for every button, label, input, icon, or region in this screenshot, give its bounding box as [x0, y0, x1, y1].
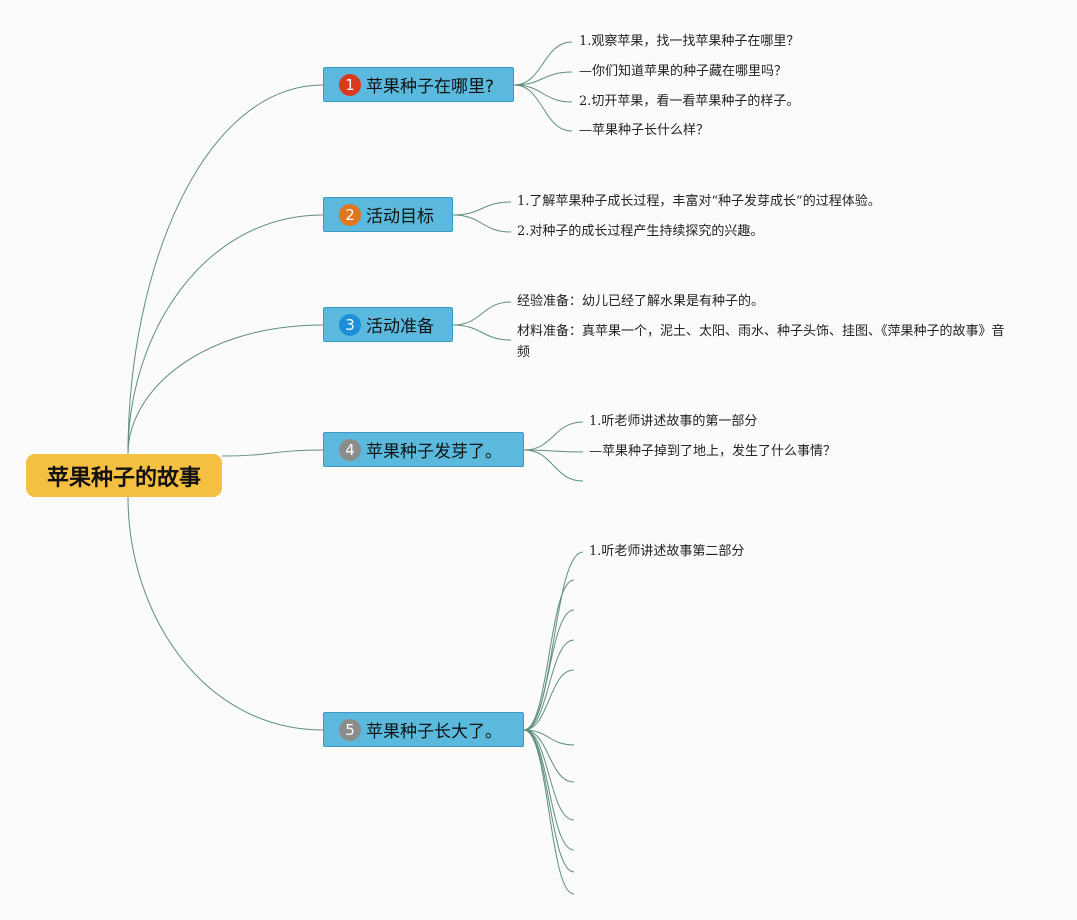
number-badge-5: 5	[339, 718, 361, 741]
subtopic-4-1[interactable]: 1.听老师讲述故事的第一部分	[589, 414, 758, 429]
subtopic-3-1[interactable]: 经验准备：幼儿已经了解水果是有种子的。	[517, 294, 765, 309]
link-root-topic-5	[127, 496, 324, 731]
link-topic-5-leaf-8	[523, 729, 575, 821]
link-root-topic-3	[127, 324, 324, 455]
topic-label: 苹果种子在哪里?	[366, 77, 495, 97]
link-topic-1-leaf-1	[513, 41, 573, 86]
number-badge-3: 3	[339, 313, 361, 336]
subtopic-5-1[interactable]: 1.听老师讲述故事第二部分	[589, 544, 745, 559]
topic-label: 苹果种子长大了。	[366, 722, 502, 742]
subtopic-1-1[interactable]: 1.观察苹果，找一找苹果种子在哪里？	[579, 34, 800, 49]
subtopic-1-3[interactable]: 2.切开苹果，看一看苹果种子的样子。	[579, 94, 800, 109]
topic-1[interactable]: 1 苹果种子在哪里?	[323, 67, 514, 102]
subtopic-2-2[interactable]: 2.对种子的成长过程产生持续探究的兴趣。	[517, 224, 764, 239]
topic-label: 苹果种子发芽了。	[366, 442, 502, 462]
link-topic-5-leaf-7	[523, 729, 575, 783]
link-topic-4-leaf-3	[523, 449, 584, 482]
topic-label: 活动目标	[366, 207, 434, 227]
root-topic[interactable]: 苹果种子的故事	[26, 454, 222, 497]
link-topic-5-leaf-6	[523, 729, 575, 746]
number-badge-2: 2	[339, 203, 361, 226]
link-topic-1-leaf-3	[513, 84, 573, 103]
topic-3[interactable]: 3 活动准备	[323, 307, 453, 342]
root-label: 苹果种子的故事	[46, 465, 201, 491]
link-topic-1-leaf-4	[513, 84, 573, 132]
link-topic-4-leaf-2	[523, 449, 584, 453]
number-badge-4: 4	[339, 438, 361, 461]
link-topic-5-leaf-3	[523, 609, 575, 731]
link-topic-5-leaf-11	[523, 729, 575, 895]
link-topic-3-leaf-1	[452, 301, 512, 326]
link-topic-5-leaf-1	[523, 551, 584, 731]
link-topic-5-leaf-9	[523, 729, 575, 851]
link-topic-4-leaf-1	[523, 421, 584, 451]
subtopic-3-2[interactable]: 材料准备：真苹果一个，泥土、太阳、雨水、种子头饰、挂图、《萍果种子的故事》音频	[517, 324, 1005, 360]
topic-2[interactable]: 2 活动目标	[323, 197, 453, 232]
link-topic-5-leaf-5	[523, 669, 575, 731]
link-topic-5-leaf-10	[523, 729, 575, 873]
link-topic-1-leaf-2	[513, 71, 573, 86]
link-topic-2-leaf-1	[452, 201, 512, 216]
number-badge-1: 1	[339, 73, 361, 96]
link-root-topic-2	[127, 214, 324, 455]
subtopic-1-2[interactable]: —你们知道苹果的种子藏在哪里吗？	[579, 64, 788, 79]
link-topic-3-leaf-2	[452, 324, 512, 341]
link-topic-2-leaf-2	[452, 214, 512, 233]
topic-5[interactable]: 5 苹果种子长大了。	[323, 712, 524, 747]
link-root-topic-4	[221, 449, 324, 457]
link-topic-5-leaf-2	[523, 579, 575, 731]
link-root-topic-1	[127, 84, 324, 455]
subtopic-4-2[interactable]: —苹果种子掉到了地上，发生了什么事情？	[589, 444, 837, 459]
topic-4[interactable]: 4 苹果种子发芽了。	[323, 432, 524, 467]
topic-label: 活动准备	[366, 317, 434, 337]
subtopic-1-4[interactable]: —苹果种子长什么样？	[579, 123, 710, 138]
subtopic-2-1[interactable]: 1.了解苹果种子成长过程，丰富对“种子发芽成长”的过程体验。	[517, 194, 881, 209]
link-topic-5-leaf-4	[523, 639, 575, 731]
